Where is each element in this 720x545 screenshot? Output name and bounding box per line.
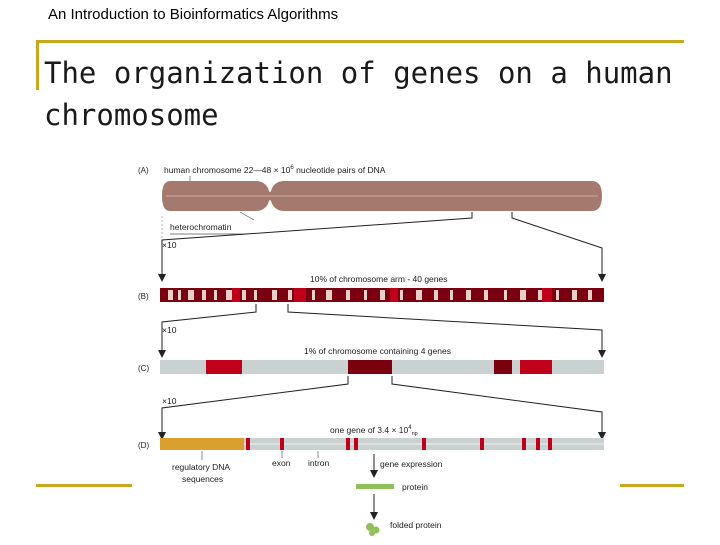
footer-rule-right	[620, 484, 684, 487]
title-rule-top	[36, 40, 684, 43]
zoom-label-2: ×10	[162, 325, 177, 335]
gene-block-4	[520, 360, 552, 374]
heterochromatin-label: heterochromatin	[170, 222, 232, 232]
panel-b-label: (B)	[138, 292, 149, 301]
exon-label: exon	[272, 458, 291, 468]
chromosome-figure: (A) human chromosome 22—48 × 106 nucleot…	[132, 150, 620, 540]
intron-label: intron	[308, 458, 330, 468]
title-rule-left	[36, 40, 39, 90]
folded-protein-glyph	[366, 523, 380, 536]
chromosome-diagram: (A) human chromosome 22—48 × 106 nucleot…	[132, 150, 620, 540]
gene-expression-label: gene expression	[380, 459, 443, 469]
course-title: An Introduction to Bioinformatics Algori…	[48, 6, 338, 23]
gene-caption: one gene of 3.4 × 104np	[330, 425, 418, 437]
regulatory-label-line2: sequences	[182, 474, 223, 484]
heterochromatin-pointer	[240, 212, 254, 220]
protein-label: protein	[402, 482, 428, 492]
zoom-arrow-right-3	[392, 376, 602, 438]
regulatory-label-line1: regulatory DNA	[172, 462, 230, 472]
gene-block-1	[206, 360, 242, 374]
folded-protein-label: folded protein	[390, 520, 442, 530]
panel-a-caption: human chromosome 22—48 × 106 nucleotide …	[164, 165, 386, 175]
protein-bar	[356, 484, 394, 489]
panel-b-caption: 10% of chromosome arm - 40 genes	[310, 274, 447, 284]
panel-c-label: (C)	[138, 364, 149, 373]
zoom-label-1: ×10	[162, 240, 177, 250]
gene-block-3	[494, 360, 512, 374]
zoom-arrow-right-1	[512, 212, 602, 280]
panel-d-label: (D)	[138, 441, 149, 450]
zoom-arrow-left-3	[162, 376, 348, 438]
regulatory-dna-region	[160, 438, 244, 450]
gene-block-2	[348, 360, 392, 374]
panel-a-label: (A)	[138, 166, 149, 175]
zoom-label-3: ×10	[162, 396, 177, 406]
panel-c-caption: 1% of chromosome containing 4 genes	[304, 346, 451, 356]
slide-title: The organization of genes on a human chr…	[44, 52, 684, 136]
footer-rule-left	[36, 484, 132, 487]
